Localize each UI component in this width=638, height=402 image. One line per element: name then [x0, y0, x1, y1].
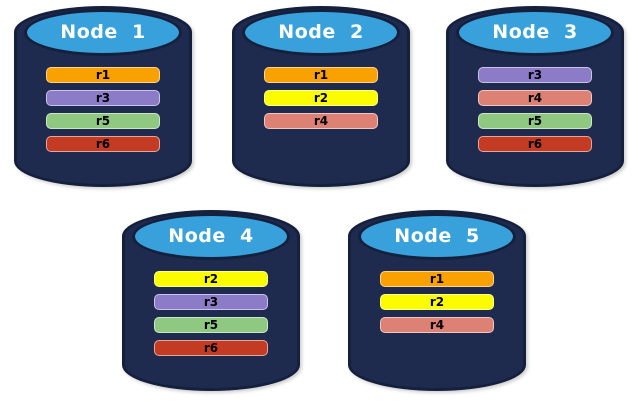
replica-bar-r6: r6: [478, 136, 592, 152]
node-cylinder-5: Node 5 r1 r2 r4: [348, 210, 526, 391]
node-cylinder-3: Node 3 r3 r4 r5 r6: [446, 6, 624, 187]
replica-list: r2 r3 r5 r6: [122, 271, 300, 363]
replica-list: r1 r2 r4: [232, 67, 410, 136]
cylinder-top: Node 5: [358, 213, 516, 260]
replica-bar-r3: r3: [154, 294, 268, 310]
cylinder-top: Node 4: [132, 213, 290, 260]
replica-bar-r2: r2: [154, 271, 268, 287]
replica-bar-r4: r4: [264, 113, 378, 129]
replica-bar-r5: r5: [478, 113, 592, 129]
replica-bar-r6: r6: [154, 340, 268, 356]
node-title: Node 1: [60, 21, 146, 43]
replica-bar-r1: r1: [380, 271, 494, 287]
replica-bar-r3: r3: [478, 67, 592, 83]
node-cylinder-1: Node 1 r1 r3 r5 r6: [14, 6, 192, 187]
replica-list: r1 r2 r4: [348, 271, 526, 340]
node-title: Node 3: [492, 21, 578, 43]
replica-list: r1 r3 r5 r6: [14, 67, 192, 159]
replica-bar-r3: r3: [46, 90, 160, 106]
cylinder-top: Node 3: [456, 9, 614, 56]
replica-bar-r2: r2: [264, 90, 378, 106]
cylinder-top: Node 2: [242, 9, 400, 56]
replica-bar-r4: r4: [478, 90, 592, 106]
replica-bar-r2: r2: [380, 294, 494, 310]
cylinder-top: Node 1: [24, 9, 182, 56]
replica-bar-r5: r5: [154, 317, 268, 333]
node-title: Node 5: [394, 225, 480, 247]
replica-list: r3 r4 r5 r6: [446, 67, 624, 159]
replica-bar-r4: r4: [380, 317, 494, 333]
node-cylinder-2: Node 2 r1 r2 r4: [232, 6, 410, 187]
node-cylinder-4: Node 4 r2 r3 r5 r6: [122, 210, 300, 391]
node-title: Node 4: [168, 225, 254, 247]
replica-bar-r5: r5: [46, 113, 160, 129]
replica-bar-r1: r1: [264, 67, 378, 83]
node-title: Node 2: [278, 21, 364, 43]
replica-bar-r1: r1: [46, 67, 160, 83]
replica-bar-r6: r6: [46, 136, 160, 152]
